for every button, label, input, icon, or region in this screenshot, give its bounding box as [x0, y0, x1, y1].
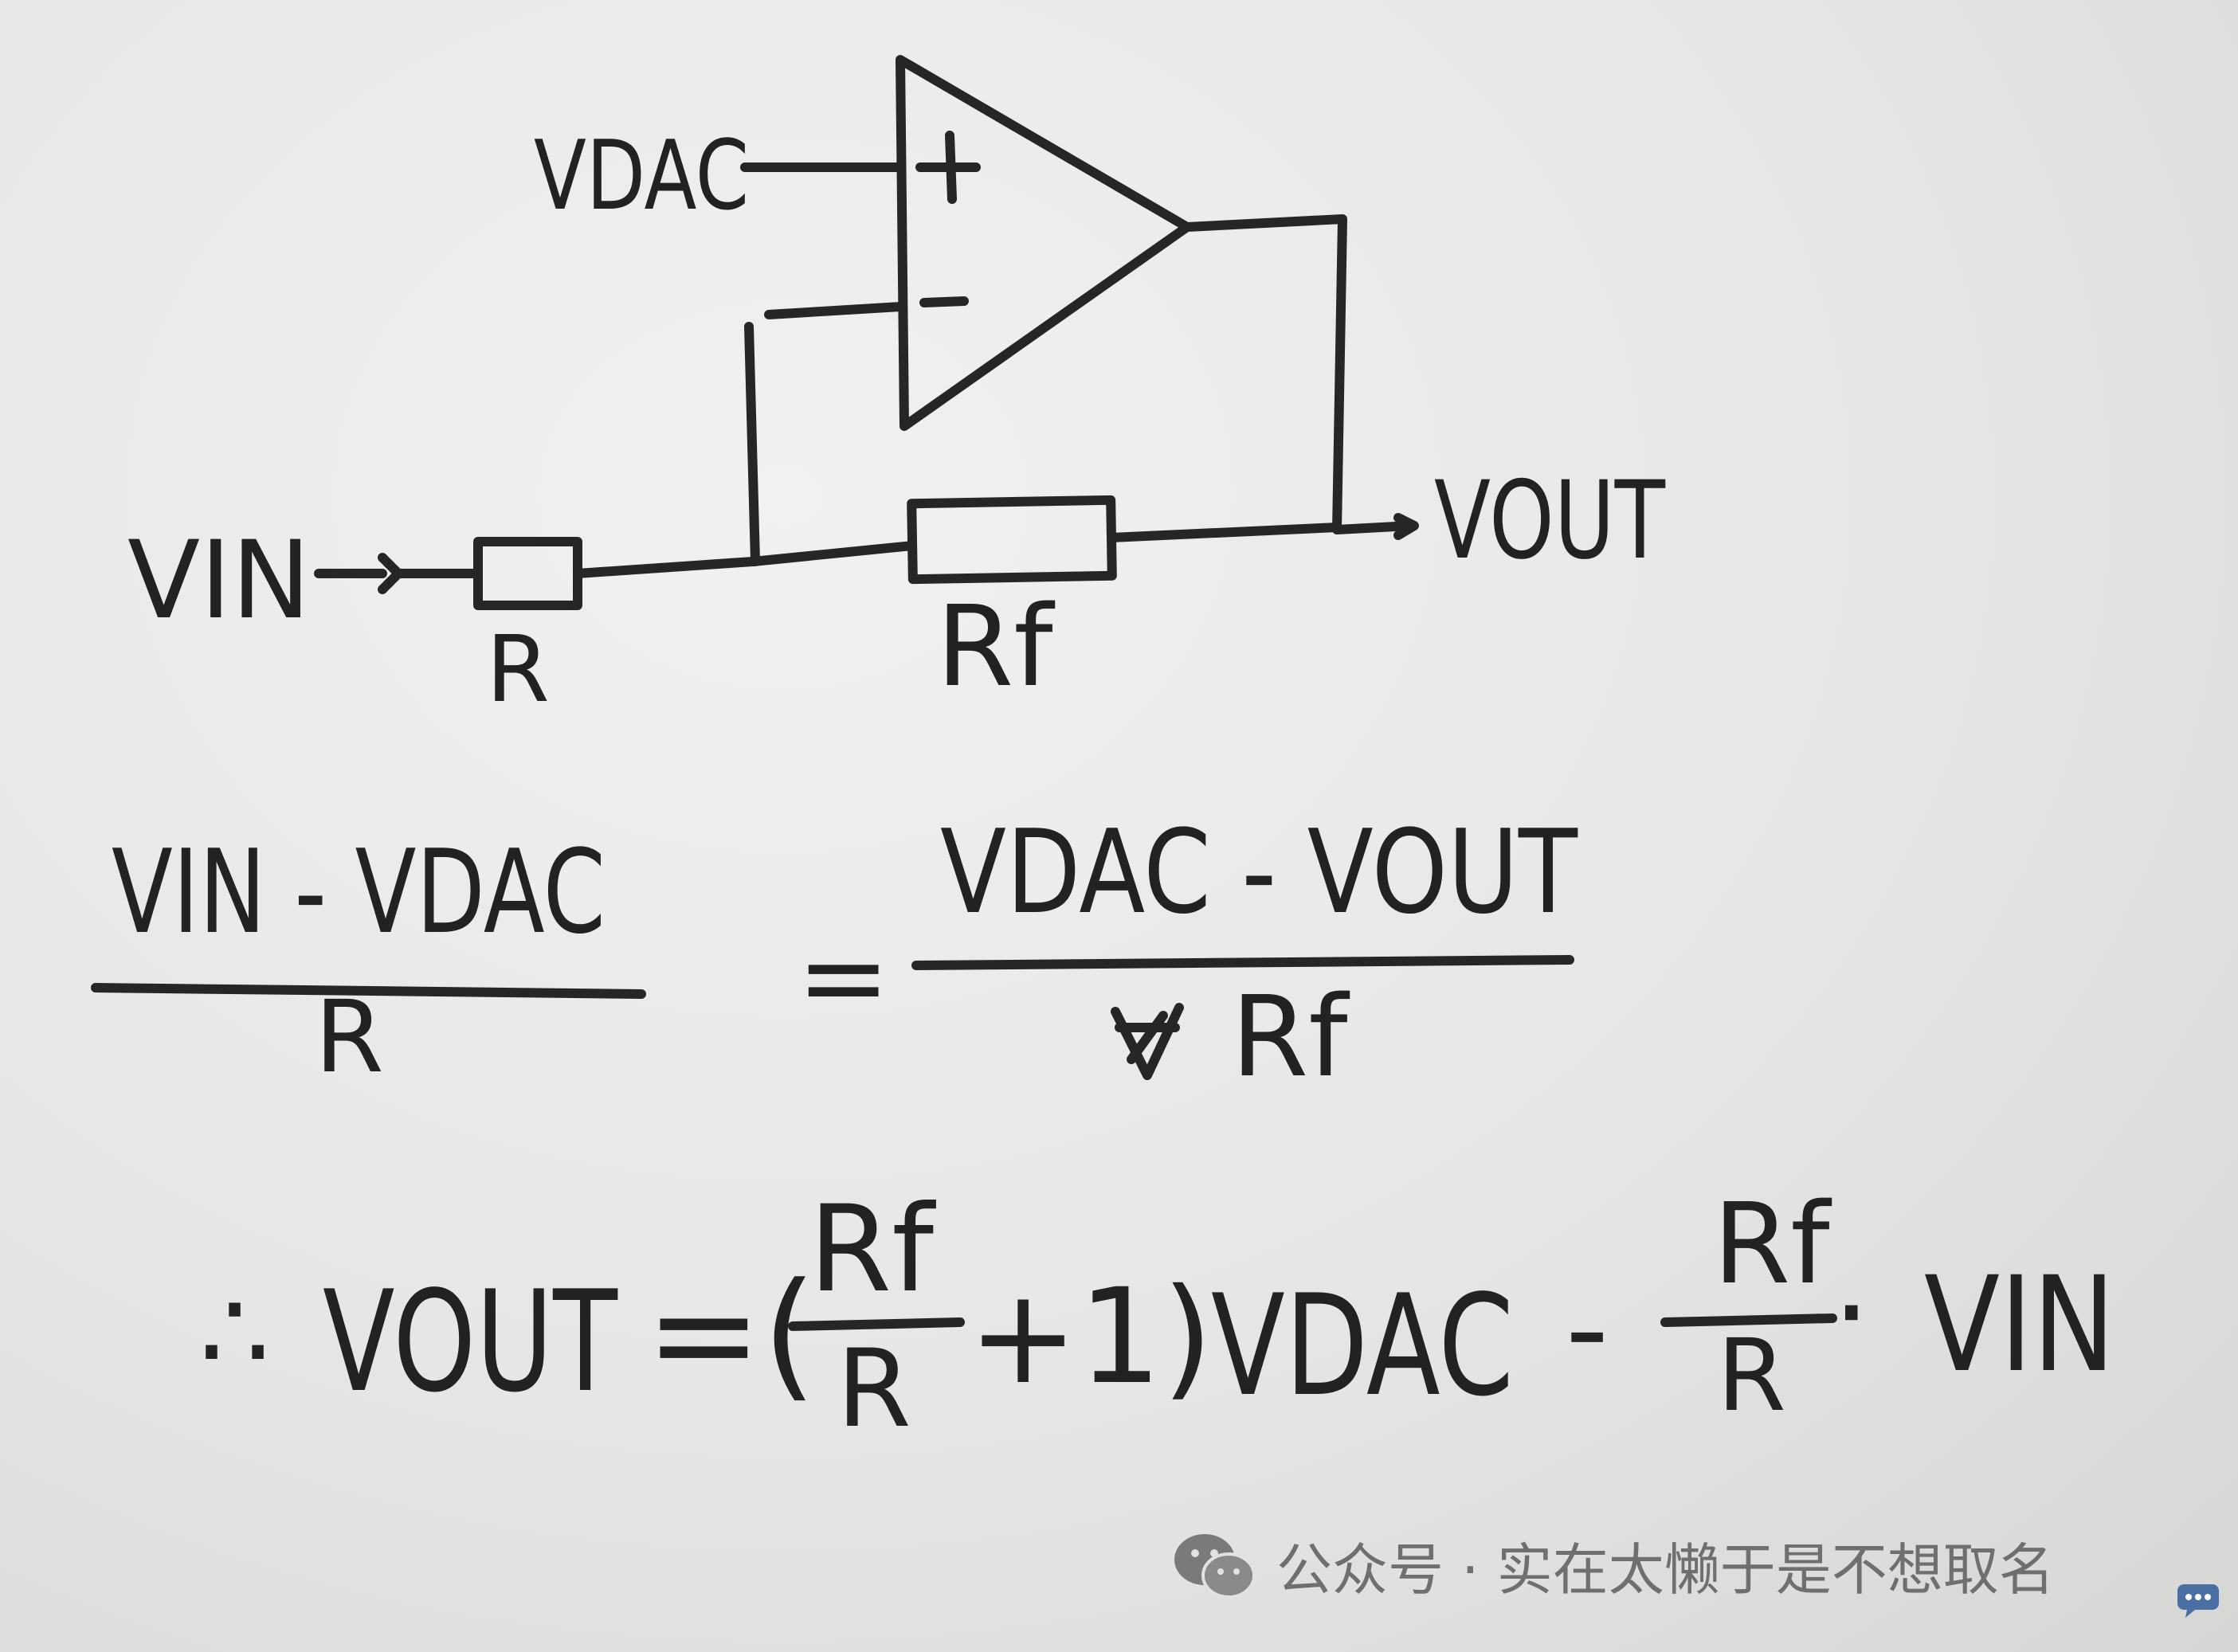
wechat-icon	[1174, 1534, 1256, 1599]
eq2-vdac: VDAC	[1211, 1266, 1514, 1427]
eq1-right-numerator: VDAC - VOUT	[940, 805, 1578, 940]
eq1-right-fraction-bar	[911, 955, 1574, 970]
eq2-lhs-vout: VOUT	[323, 1262, 618, 1423]
corner-logo	[2167, 1581, 2229, 1645]
r-label: R	[486, 617, 550, 723]
eq2-frac2-numerator: Rf	[1713, 1180, 1832, 1309]
eq2-frac1-bar	[788, 1317, 965, 1331]
minus-input-wire	[744, 302, 905, 566]
eq2-plus-one: +1)	[968, 1260, 1213, 1413]
eq2-frac1-denominator: R	[837, 1326, 911, 1451]
resistor-rf	[907, 495, 1117, 585]
eq2-therefore: ∴	[199, 1267, 270, 1397]
eq2-frac2-denominator: R	[1717, 1318, 1786, 1434]
watermark-text: 公众号 · 实在太懒于是不想取名	[1276, 1537, 2055, 1603]
resistor-r	[473, 537, 582, 610]
r-to-junction-wire	[573, 557, 758, 578]
eq2-equals-paren: =(	[645, 1254, 817, 1415]
vin-wire	[314, 553, 483, 594]
eq1-left-denominator: R	[315, 980, 384, 1095]
eq1-equals: =	[797, 913, 890, 1043]
eq2-frac1-numerator: Rf	[809, 1180, 936, 1319]
eq2-frac2-bar	[1660, 1313, 1837, 1327]
junction-to-rf-wire	[748, 541, 917, 566]
eq1-left-numerator: VIN - VDAC	[112, 825, 606, 960]
minus-sign	[919, 296, 969, 307]
eq1-right-denominator: Rf	[1231, 973, 1350, 1102]
eq2-dot: ·	[1832, 1244, 1871, 1383]
rf-to-output-wire	[1107, 523, 1342, 542]
op-amp-circuit	[314, 55, 1419, 610]
eq2-vin: VIN	[1924, 1248, 2115, 1401]
eq2-minus: -	[1566, 1260, 1609, 1399]
vdac-label: VDAC	[534, 121, 749, 232]
op-amp-triangle	[896, 55, 1192, 431]
crossed-out-scribble	[1111, 1003, 1184, 1080]
output-wire	[1182, 214, 1415, 534]
plus-sign	[915, 131, 981, 204]
equation-1: VIN - VDAC R = VDAC - VOUT Rf	[91, 805, 1578, 1102]
eq1-left-fraction-bar	[91, 983, 646, 999]
vout-arrow	[1393, 513, 1419, 540]
watermark: 公众号 · 实在太懒于是不想取名	[1171, 1521, 2055, 1609]
equation-2: ∴ VOUT =( Rf R +1) VDAC - Rf R · VIN	[199, 1180, 2115, 1451]
chat-bubble-icon	[2177, 1584, 2219, 1618]
vout-label: VOUT	[1434, 458, 1665, 583]
vin-label: VIN	[127, 518, 311, 643]
rf-label: Rf	[936, 582, 1055, 712]
